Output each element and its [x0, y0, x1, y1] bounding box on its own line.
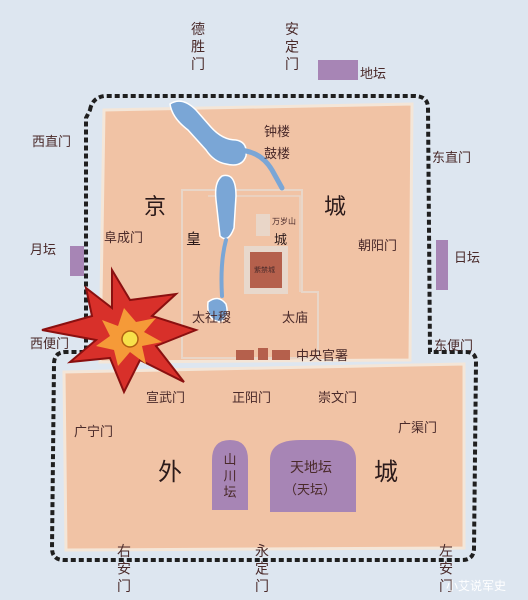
- gate-chongwen: 崇文门: [318, 391, 357, 406]
- label-taisheji: 太社稷: [192, 310, 231, 326]
- district-cheng: 城: [324, 195, 346, 220]
- district-huang-cheng: 城: [274, 233, 287, 248]
- label-altar-tiandi-sub: （天坛）: [284, 483, 336, 498]
- palace-block: [250, 252, 282, 288]
- gate-desheng: 德胜门: [191, 22, 205, 73]
- gate-dongzhi: 东直门: [432, 151, 471, 166]
- wansui-hill-marker: [256, 214, 270, 236]
- office-block-east: [272, 350, 290, 360]
- label-altar-shanchuan: 山川坛: [223, 453, 236, 501]
- label-zhongyang: 中央官署: [296, 348, 348, 364]
- lake-south: [207, 297, 228, 323]
- gate-guangning: 广宁门: [74, 424, 113, 440]
- imperial-city-outline: [181, 189, 319, 359]
- gate-zhengyang: 正阳门: [232, 391, 271, 406]
- gate-yongding: 永定门: [255, 544, 269, 595]
- district-huang: 皇: [186, 230, 201, 248]
- district-jing: 京: [144, 195, 166, 220]
- label-altar-di: 地坛: [360, 67, 386, 82]
- gate-chaoyang: 朝阳门: [358, 239, 397, 254]
- label-palace: 紫禁城: [254, 266, 275, 274]
- gate-xizhi: 西直门: [32, 135, 71, 150]
- label-altar-ri: 日坛: [454, 251, 480, 266]
- gate-fucheng: 阜成门: [104, 230, 143, 246]
- explosion-center: [121, 330, 139, 348]
- gate-xuanwu: 宣武门: [146, 390, 185, 406]
- label-zhonglou: 钟楼: [264, 124, 290, 140]
- lake-middle: [214, 174, 237, 240]
- label-wansui: 万岁山: [272, 216, 296, 226]
- lake-north: [169, 100, 248, 166]
- outer-city: [62, 362, 466, 552]
- altar-tiandi-block: [270, 440, 356, 512]
- altar-shanchuan-block: [212, 440, 248, 510]
- gate-zuoan: 左安门: [439, 544, 453, 595]
- label-gulou: 鼓楼: [264, 147, 290, 162]
- river-east: [233, 147, 285, 191]
- altar-di-block: [318, 60, 358, 80]
- district-wai-cheng: 城: [374, 458, 398, 486]
- outer-moat: [49, 94, 479, 562]
- label-taimiao: 太庙: [282, 311, 308, 326]
- gate-guangqu: 广渠门: [398, 421, 437, 436]
- gate-dongbian: 东便门: [434, 339, 473, 354]
- label-altar-tiandi: 天地坛: [290, 460, 332, 476]
- gate-xibian: 西便门: [30, 337, 69, 352]
- gate-youan: 右安门: [117, 544, 131, 595]
- inner-enclosure: [208, 195, 301, 292]
- altar-ri-block: [436, 240, 448, 290]
- gate-anding: 安定门: [285, 22, 299, 73]
- watermark: 小艾说军史: [446, 578, 506, 593]
- district-wai: 外: [158, 458, 182, 486]
- label-altar-yue: 月坛: [30, 243, 56, 258]
- office-block-middle: [258, 348, 268, 360]
- altar-yue-block: [70, 246, 84, 276]
- water-channel: [219, 238, 228, 298]
- office-block-west: [236, 350, 254, 360]
